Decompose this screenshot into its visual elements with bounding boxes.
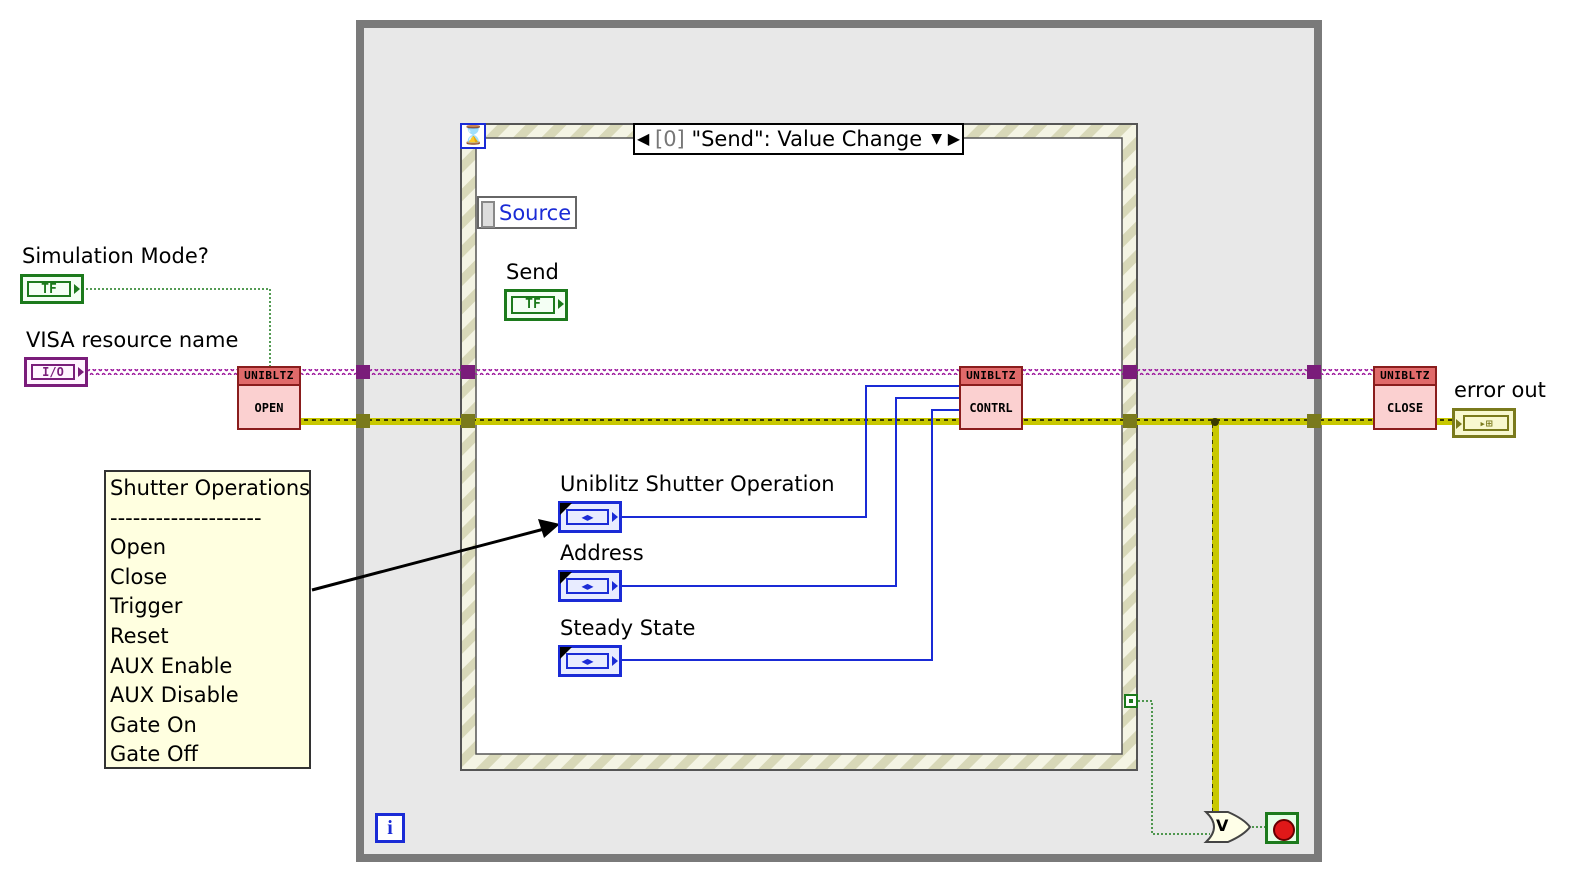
comment-item: Reset [110, 623, 169, 648]
event-terminal-condition[interactable] [1124, 694, 1138, 708]
uniblitz-control-subvi[interactable]: UNIBLTZ CONTRL [959, 366, 1023, 430]
visa-tunnel-event-right[interactable] [1123, 365, 1137, 379]
case-dropdown-icon[interactable]: ▼ [931, 131, 942, 147]
send-label: Send [506, 260, 559, 284]
visa-tunnel-loop-left[interactable] [356, 365, 370, 379]
error-out-label: error out [1454, 378, 1546, 402]
control-subvi-header: UNIBLTZ [961, 368, 1021, 386]
visa-resource-glyph: I/O [31, 364, 75, 380]
comment-item: AUX Disable [110, 683, 239, 708]
comment-item: AUX Enable [110, 653, 233, 678]
comment-title: Shutter Operations [110, 476, 311, 500]
output-arrow-icon [612, 656, 618, 666]
shutter-operation-label: Uniblitz Shutter Operation [560, 472, 835, 496]
address-glyph: ◂▸ [566, 578, 609, 594]
output-arrow-icon [558, 299, 564, 309]
comment-arrow [311, 526, 549, 592]
visa-resource-terminal[interactable]: I/O [24, 357, 88, 387]
error-wire-3 [1436, 418, 1454, 425]
simulation-mode-glyph: TF [27, 281, 71, 297]
uniblitz-close-subvi[interactable]: UNIBLTZ CLOSE [1373, 366, 1437, 430]
address-wire [620, 397, 960, 587]
visa-wire-1 [86, 369, 238, 375]
event-case-name: "Send": Value Change [691, 127, 923, 151]
error-tunnel-loop-right[interactable] [1307, 414, 1321, 428]
open-subvi-body: OPEN [254, 401, 284, 415]
event-data-node-handle [481, 201, 495, 228]
comment-separator: -------------------- [110, 505, 262, 530]
comment-arrowhead [538, 519, 560, 538]
shutter-op-wire [620, 385, 960, 518]
visa-tunnel-event-left[interactable] [461, 365, 475, 379]
hourglass-icon[interactable]: ⌛ [460, 123, 486, 149]
uniblitz-open-subvi[interactable]: UNIBLTZ OPEN [237, 366, 301, 430]
output-arrow-icon [78, 367, 84, 377]
visa-wire-2 [300, 369, 960, 375]
comment-item: Open [110, 535, 167, 560]
condition-wire [1138, 700, 1210, 835]
error-tunnel-event-left[interactable] [461, 414, 475, 428]
simulation-mode-label: Simulation Mode? [22, 244, 209, 268]
open-subvi-header: UNIBLTZ [239, 368, 299, 386]
error-out-terminal[interactable]: ▸⊞ [1452, 408, 1516, 438]
send-glyph: TF [511, 296, 555, 314]
error-wire-2 [1022, 418, 1374, 425]
event-data-source-label: Source [499, 201, 572, 225]
shutter-operation-terminal[interactable]: ◂▸ [558, 501, 622, 533]
visa-resource-label: VISA resource name [26, 328, 239, 352]
event-case-index: [0] [655, 127, 685, 151]
comment-item: Close [110, 564, 168, 589]
stop-sign-icon [1273, 819, 1295, 841]
shutter-operation-glyph: ◂▸ [566, 509, 609, 525]
comment-item: Gate Off [110, 742, 198, 767]
simulation-wire [82, 288, 271, 367]
comment-item: Trigger [110, 594, 183, 619]
steady-state-terminal[interactable]: ◂▸ [558, 645, 622, 677]
close-subvi-body: CLOSE [1386, 401, 1424, 415]
or-gate[interactable] [1203, 811, 1252, 843]
error-wire-junction [1211, 418, 1219, 426]
event-data-node[interactable]: Source [477, 196, 577, 229]
visa-tunnel-loop-right[interactable] [1307, 365, 1321, 379]
visa-wire-3 [1022, 369, 1374, 375]
error-wire-1 [300, 418, 960, 425]
loop-stop-terminal[interactable] [1265, 812, 1299, 844]
case-prev-arrow-icon[interactable]: ◀ [637, 129, 650, 148]
loop-iteration-terminal[interactable]: i [375, 813, 405, 843]
send-terminal[interactable]: TF [504, 289, 568, 321]
steady-state-label: Steady State [560, 616, 696, 640]
address-label: Address [560, 541, 644, 565]
control-subvi-body: CONTRL [969, 401, 1013, 415]
close-subvi-header: UNIBLTZ [1375, 368, 1435, 386]
event-case-selector[interactable]: ◀ [0] "Send": Value Change ▼ ▶ [633, 123, 964, 155]
or-gate-glyph: V [1216, 816, 1229, 835]
comment-item: Gate On [110, 712, 197, 737]
steady-state-wire [620, 409, 960, 661]
case-next-arrow-icon[interactable]: ▶ [947, 129, 960, 148]
error-tunnel-event-right[interactable] [1123, 414, 1137, 428]
steady-state-glyph: ◂▸ [566, 653, 609, 669]
input-arrow-icon [1456, 419, 1462, 429]
error-tunnel-loop-left[interactable] [356, 414, 370, 428]
shutter-operations-comment: Shutter Operations -------------------- … [104, 470, 311, 769]
error-out-glyph: ▸⊞ [1463, 415, 1509, 431]
output-arrow-icon [612, 581, 618, 591]
error-wire-to-or [1212, 422, 1219, 822]
output-arrow-icon [612, 512, 618, 522]
simulation-mode-terminal[interactable]: TF [20, 274, 84, 304]
address-terminal[interactable]: ◂▸ [558, 570, 622, 602]
output-arrow-icon [74, 284, 80, 294]
